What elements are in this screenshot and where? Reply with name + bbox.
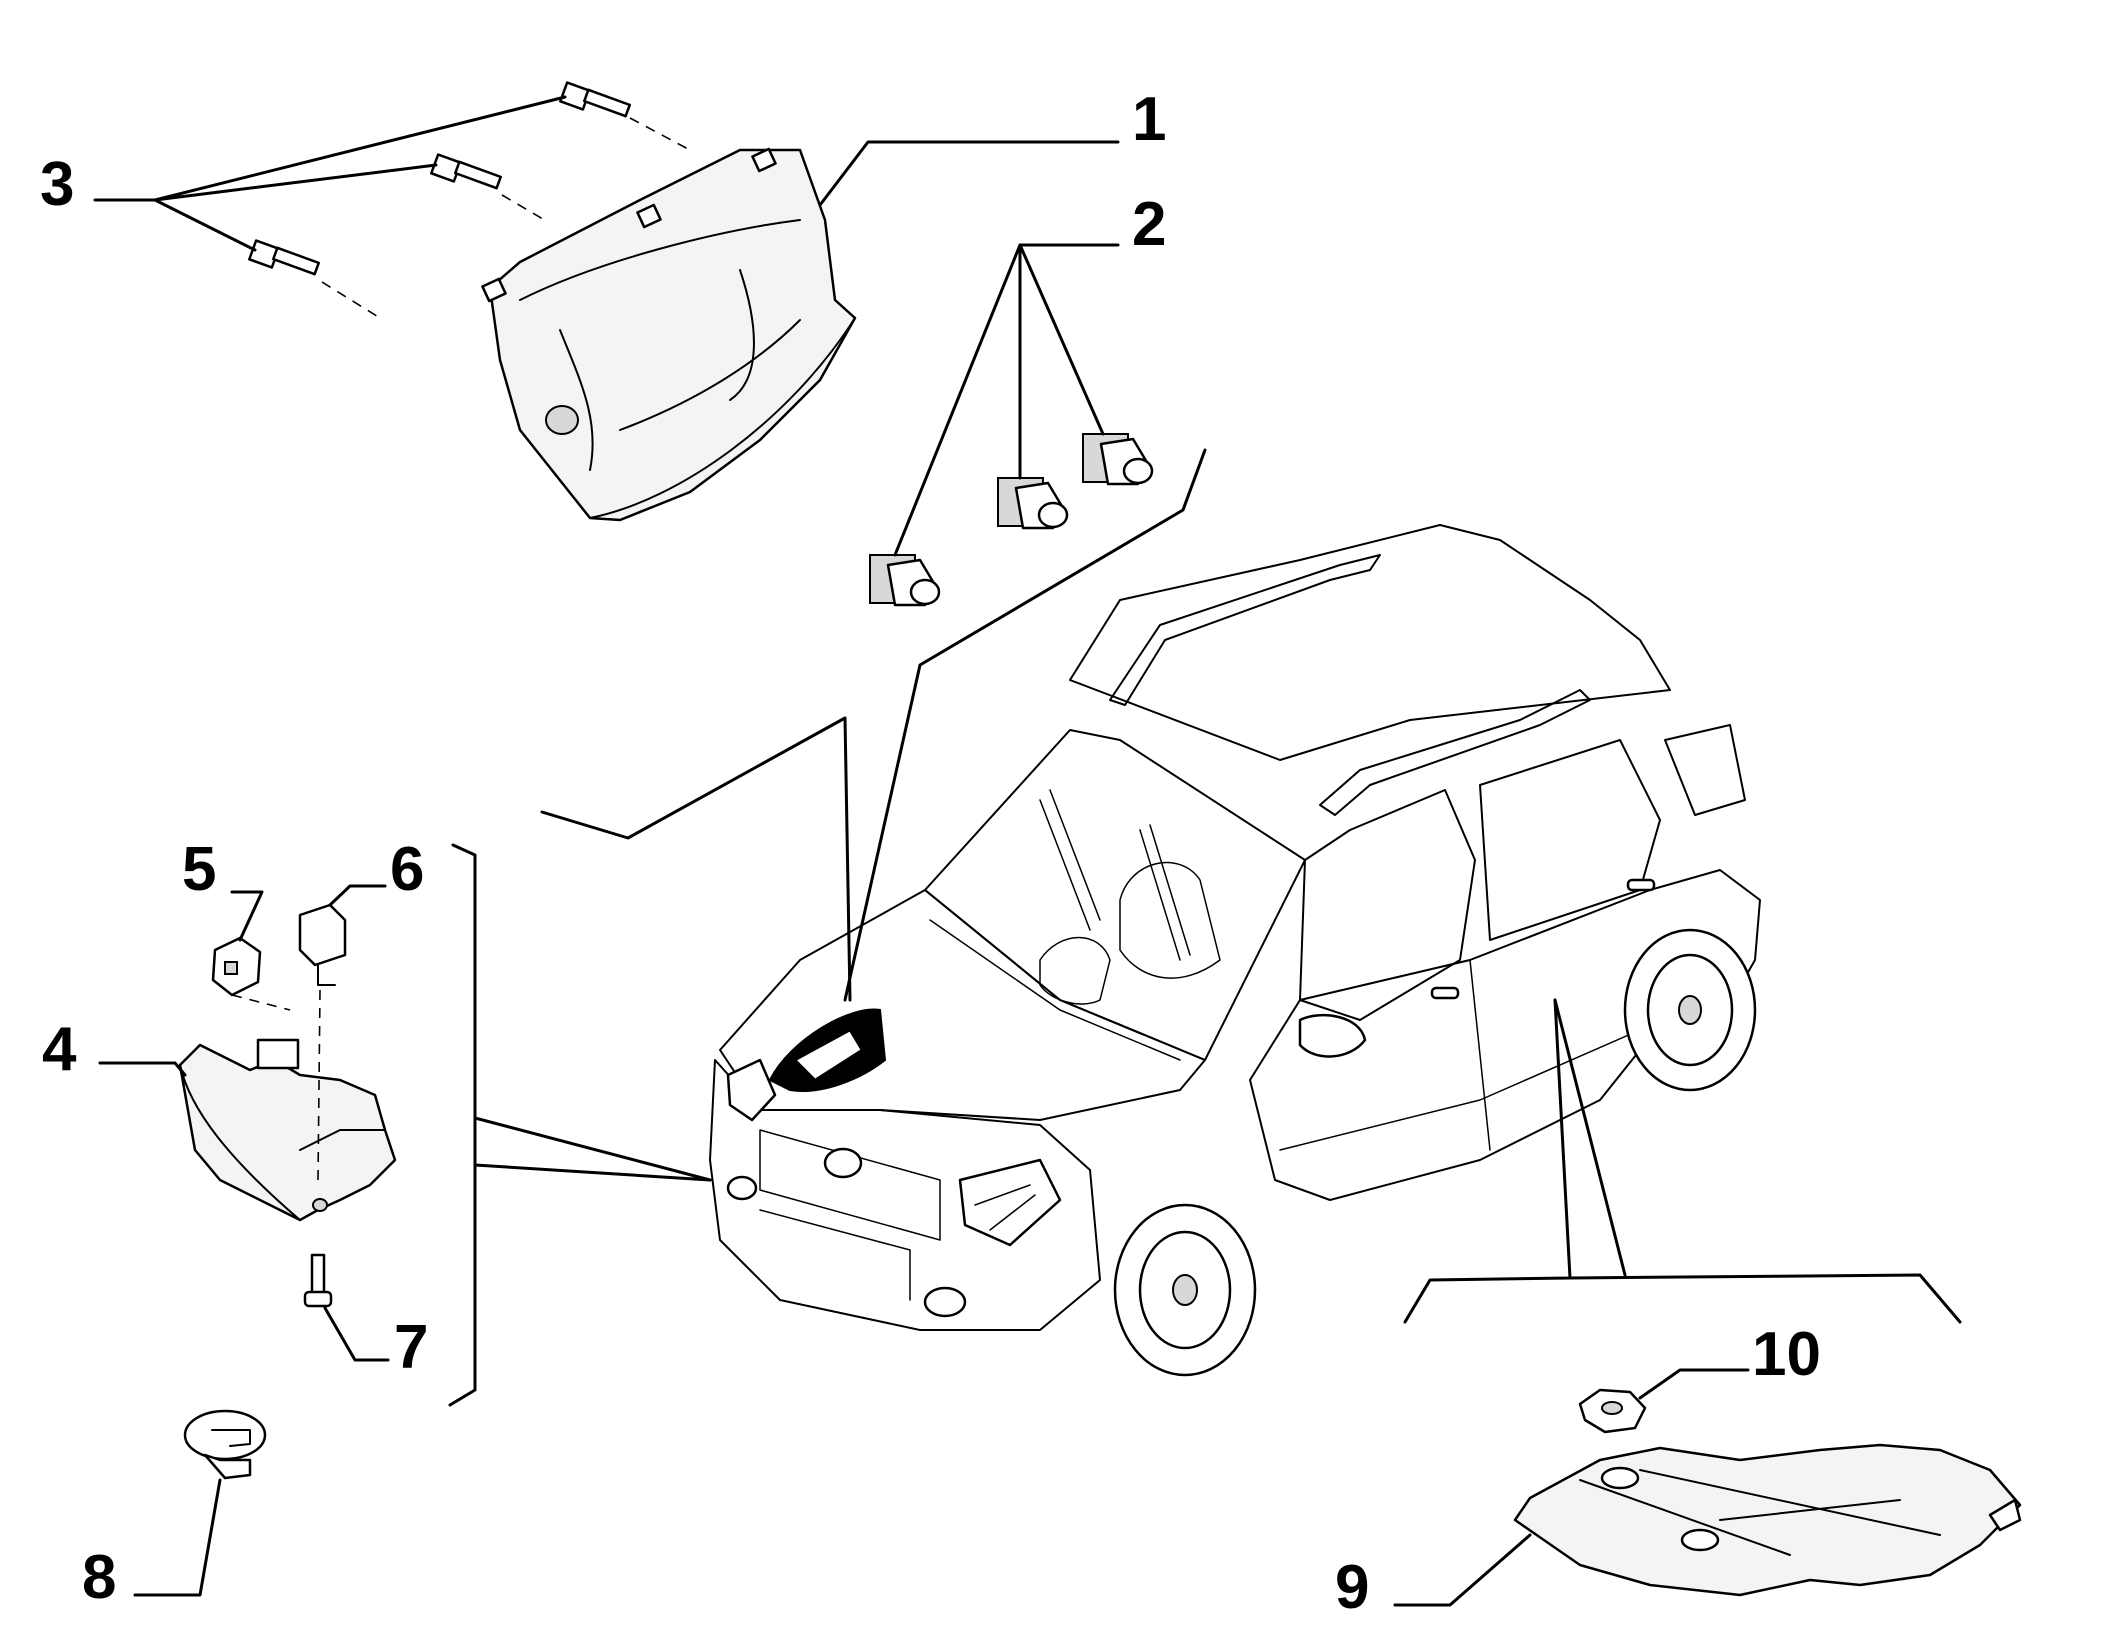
callout-5: 5 — [182, 835, 216, 904]
callout-6: 6 — [390, 835, 424, 904]
part-9-underbody-panel — [1513, 1443, 2022, 1597]
callout-7: 7 — [394, 1313, 428, 1382]
callout-1: 1 — [1132, 85, 1166, 154]
callout-3: 3 — [40, 150, 74, 219]
part-1-splash-shield — [481, 147, 857, 522]
part-7-screw — [303, 1253, 333, 1308]
part-5-clip — [211, 936, 291, 1011]
callout-10: 10 — [1752, 1320, 1821, 1389]
car-illustration — [709, 524, 1761, 1377]
front-wheel — [1113, 1203, 1257, 1377]
part-4-side-shield — [178, 1038, 397, 1222]
callout-4: 4 — [42, 1015, 77, 1084]
part-8-plastic-rivet — [183, 1409, 267, 1480]
callout-2: 2 — [1132, 190, 1166, 259]
bolt-top — [559, 81, 691, 151]
buffer-c — [1082, 433, 1154, 486]
buffer-b — [997, 477, 1069, 530]
rear-wheel — [1623, 928, 1757, 1092]
callout-9: 9 — [1335, 1553, 1369, 1622]
part-2-rubber-buffers — [869, 433, 1154, 607]
buffer-a — [869, 554, 941, 607]
bolt-middle — [430, 153, 549, 223]
callout-8: 8 — [82, 1543, 116, 1612]
leader-lines — [93, 95, 1962, 1607]
bolt-bottom — [248, 239, 381, 319]
part-10-nut — [1578, 1388, 1647, 1434]
